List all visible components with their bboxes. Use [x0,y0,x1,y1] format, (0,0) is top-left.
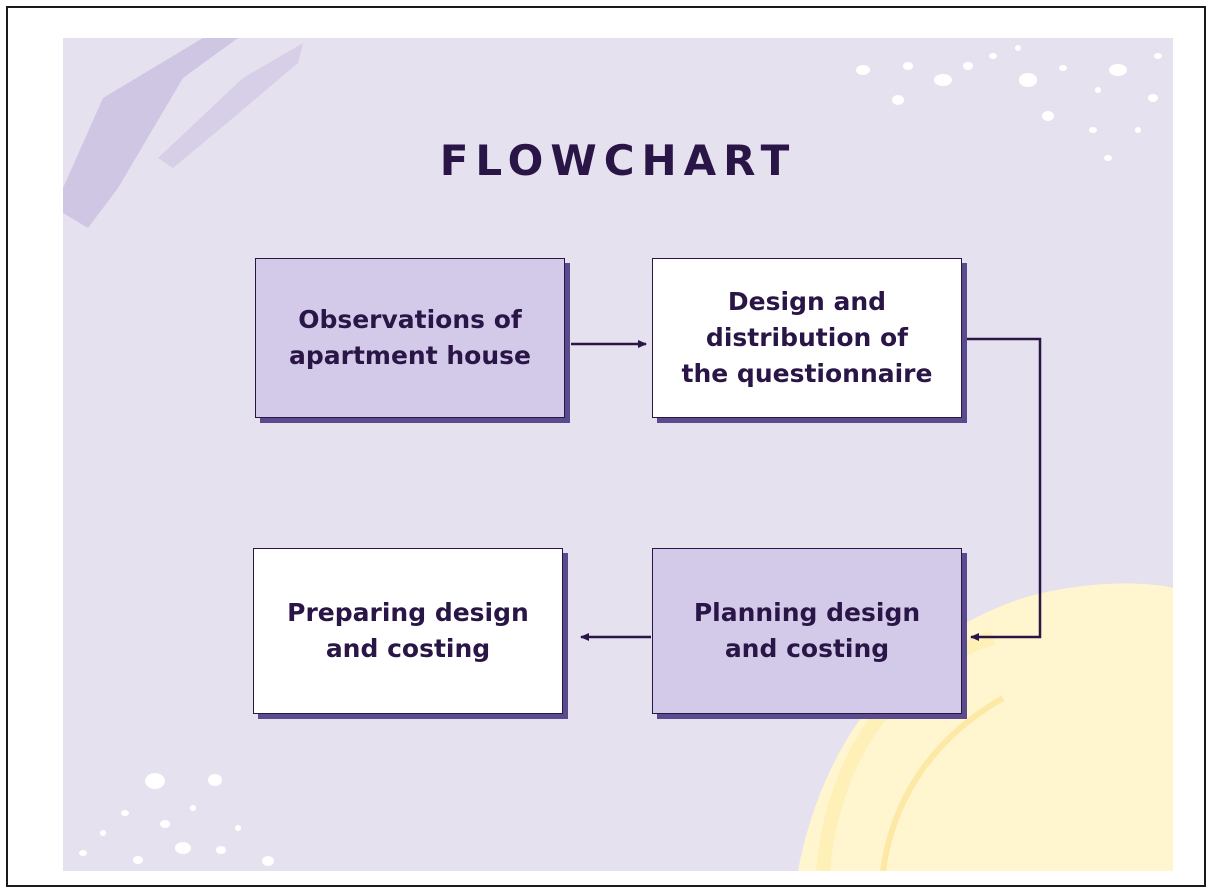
page-title: FLOWCHART [439,136,797,185]
brush-stroke-top-left-2 [158,43,303,168]
step-label-line: Preparing design [287,597,529,627]
flow-connectors [571,337,1042,641]
step-label-line: distribution of [705,322,909,352]
step-label-line: apartment house [289,341,531,370]
dots-top-right [856,45,1162,161]
flowchart-slide: FLOWCHART Observations of apartment hous… [63,38,1173,871]
arrow-design-to-planning [967,337,1042,641]
step-box-planning: Planning design and costing [652,548,962,714]
yellow-swirl [798,583,1173,871]
slide-frame: FLOWCHART Observations of apartment hous… [6,6,1206,887]
brush-stroke-top-left [63,38,238,228]
step-label-line: Design and [727,286,887,316]
step-box-preparing: Preparing design and costing [253,548,563,714]
step-box-design: Design and distribution of the questionn… [652,258,962,418]
dots-bottom-left [79,773,274,866]
step-box-observations: Observations of apartment house [255,258,565,418]
yellow-swirl-ring-2 [880,695,1005,871]
step-label-line: Observations of [298,304,522,334]
step-label-line: Planning design [693,597,921,627]
step-label-line: the questionnaire [681,359,933,389]
step-label-line: and costing [724,634,890,663]
background-decoration [63,38,1173,871]
step-label-line: and costing [325,634,491,663]
